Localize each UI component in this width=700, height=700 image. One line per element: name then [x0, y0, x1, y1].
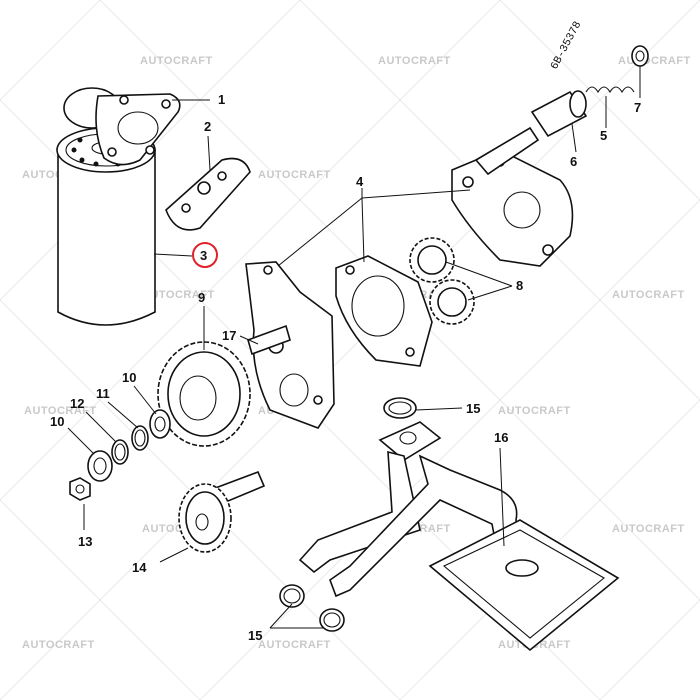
callout-4: 4: [356, 174, 364, 189]
callout-14: 14: [132, 560, 147, 575]
callout-7: 7: [634, 100, 641, 115]
callout-9: 9: [198, 290, 205, 305]
lock-nut: [69, 477, 91, 501]
callout-3: 3: [200, 248, 207, 263]
filter-head: [63, 87, 181, 166]
relief-piston: [530, 90, 588, 138]
watermark-text: AUTOCRAFT: [498, 405, 571, 417]
pump-shaft: [247, 324, 291, 356]
circlip: [131, 425, 149, 451]
watermark-text: AUTOCRAFT: [142, 289, 215, 301]
callout-8: 8: [516, 278, 523, 293]
suction-pipe-strainer: [298, 421, 620, 652]
relief-spring: [585, 86, 635, 94]
gasket: [165, 157, 251, 231]
pump-gears: [409, 237, 475, 325]
bearing-inner: [149, 409, 171, 439]
watermark-text: AUTOCRAFT: [258, 169, 331, 181]
pump-body: [335, 255, 433, 367]
callout-13: 13: [78, 534, 92, 549]
callout-12: 12: [70, 396, 84, 411]
callout-15b: 15: [248, 628, 262, 643]
watermark-text: AUTOCRAFT: [258, 639, 331, 651]
spacer-ring: [111, 439, 129, 465]
watermark-text: AUTOCRAFT: [378, 55, 451, 67]
watermark-text: AUTOCRAFT: [612, 289, 685, 301]
callout-2: 2: [204, 119, 211, 134]
watermark-text: AUTOCRAFT: [22, 639, 95, 651]
bearing-outer: [87, 450, 113, 482]
callout-17: 17: [222, 328, 236, 343]
callout-1: 1: [218, 92, 225, 107]
watermark-text: AUTOCRAFT: [24, 405, 97, 417]
part-stamp: 6B-35378: [549, 20, 584, 72]
highlight-circle: [192, 242, 218, 268]
callout-10b: 10: [50, 414, 64, 429]
o-ring-lower-a: [279, 584, 305, 608]
callout-16: 16: [494, 430, 508, 445]
callout-11: 11: [96, 386, 110, 401]
watermark-text: AUTOCRAFT: [612, 523, 685, 535]
callout-5: 5: [600, 128, 607, 143]
o-ring-lower-b: [319, 608, 345, 632]
relief-plug: [631, 45, 649, 67]
callout-10a: 10: [122, 370, 136, 385]
o-ring-top: [383, 397, 417, 419]
idler-gear: [157, 341, 251, 447]
leader-lines: [67, 66, 641, 629]
callout-15a: 15: [466, 401, 480, 416]
callout-labels: 1 2 3 4 5 6 7 8 9 10 11 12 10 13 14 15 1…: [50, 92, 641, 643]
pump-cover-plate: [451, 126, 574, 267]
callout-6: 6: [570, 154, 577, 169]
watermark-text: AUTOCRAFT: [618, 55, 691, 67]
watermark-text: AUTOCRAFT: [140, 55, 213, 67]
drive-gear: [178, 470, 266, 553]
